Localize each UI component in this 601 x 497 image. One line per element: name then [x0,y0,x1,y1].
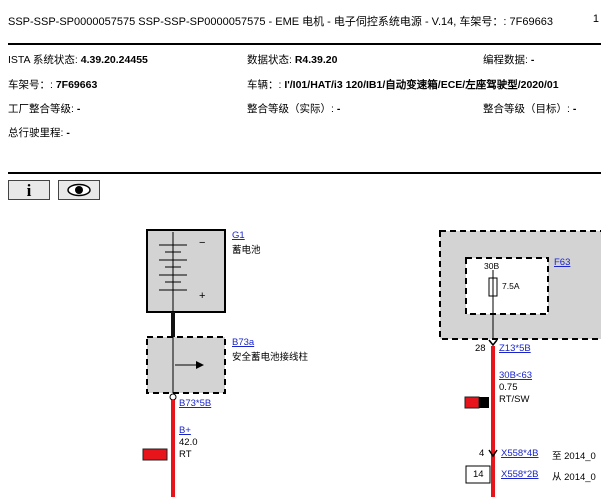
b73a-description: 安全蓄电池接线柱 [232,352,309,363]
actual-integration-level: 整合等级（实际）: - [247,101,340,116]
info-icon: i [26,180,32,200]
wire2-link[interactable]: 30B<63 [499,370,533,381]
vehicle: 车辆：: I'/I01/HAT/i3 120/IB1/自动变速箱/ECE/左座驾… [247,77,559,92]
b73-pin-link[interactable]: B73*5B [179,398,212,409]
eye-icon [67,183,91,197]
ista-status: ISTA 系统状态: 4.39.20.24455 [8,52,148,67]
x558-2b-pin-number: 14 [473,469,484,480]
g1-description: 蓄电池 [232,245,261,256]
vin-value: 7F69663 [55,79,98,91]
pin-b73-5b [169,393,177,401]
wire1-size: 42.0 [179,437,198,448]
programming-data-label: 编程数据: [483,54,531,66]
fuse-carrier-f63 [439,230,601,340]
total-mileage-value: - [66,127,70,139]
z13-link[interactable]: Z13*5B [499,343,531,354]
vin: 车架号：: 7F69663 [8,77,97,92]
info-button[interactable]: i [8,180,50,200]
x558-4b-pin-number: 4 [479,448,485,459]
factory-integration-label: 工厂整合等级: [8,103,77,115]
battery-plus-sign: + [199,290,206,302]
wire1-link[interactable]: B+ [179,425,191,436]
f63-link[interactable]: F63 [554,257,571,268]
g1-link[interactable]: G1 [232,230,245,241]
vin-label: 车架号：: [8,79,56,91]
b73a-link[interactable]: B73a [232,337,255,348]
battery-minus-sign: − [199,237,206,249]
ista-status-label: ISTA 系统状态: [8,54,81,66]
vehicle-value: I'/I01/HAT/i3 120/IB1/自动变速箱/ECE/左座驾驶型/20… [284,79,559,91]
data-status-label: 数据状态: [247,54,295,66]
programming-data-value: - [530,54,535,66]
fuse-rating: 7.5A [502,281,520,291]
actual-integration-value: - [336,103,341,115]
target-integration-label: 整合等级（目标）: [483,103,573,115]
x558-2b-note: 从 2014_0 [552,472,596,483]
target-integration-level: 整合等级（目标）: - [483,101,576,116]
pin-x558-4b [488,449,498,458]
wire-color-swatch-rt-sw [464,396,489,409]
x558-4b-link[interactable]: X558*4B [501,448,539,459]
view-toggle-button[interactable] [58,180,100,200]
ista-status-value: 4.39.20.24455 [80,54,148,66]
header-rule [8,43,601,45]
info-rule [8,172,601,174]
document-title: SSP-SSP-SP0000057575 SSP-SSP-SP000005757… [8,16,553,28]
total-mileage: 总行驶里程: - [8,125,70,140]
wire1-color: RT [179,449,192,460]
wire2-color: RT/SW [499,394,530,405]
data-status: 数据状态: R4.39.20 [247,52,337,67]
factory-integration-level: 工厂整合等级: - [8,101,80,116]
programming-data: 编程数据: - [483,52,534,67]
terminal-b73a [146,336,226,394]
pin-z13-5b [488,339,498,347]
factory-integration-value: - [76,103,81,115]
x558-2b-link[interactable]: X558*2B [501,469,539,480]
pin-x558-2b-box [465,465,491,484]
battery-g1 [146,229,226,313]
target-integration-value: - [572,103,577,115]
wire2-size: 0.75 [499,382,518,393]
wire-color-swatch-rt [142,448,168,461]
actual-integration-label: 整合等级（实际）: [247,103,337,115]
fuse-label: 30B [484,261,500,271]
total-mileage-label: 总行驶里程: [8,127,67,139]
z13-pin-number: 28 [475,343,486,354]
page-number: 1 [592,13,599,25]
x558-4b-note: 至 2014_0 [552,451,596,462]
vehicle-label: 车辆：: [247,79,285,91]
data-status-value: R4.39.20 [294,54,338,66]
